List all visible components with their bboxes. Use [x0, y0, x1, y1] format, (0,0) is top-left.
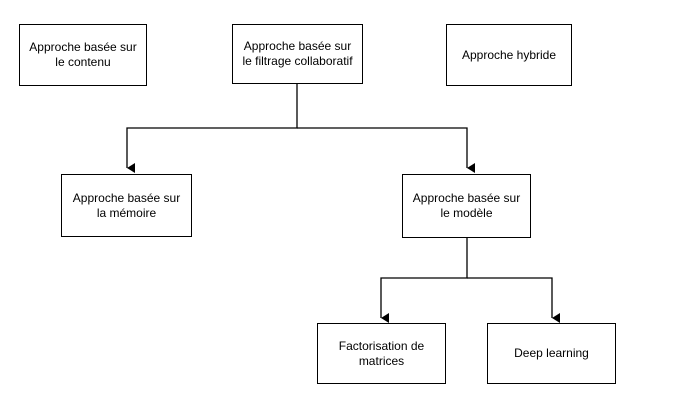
node-content-based: Approche basée sur le contenu: [19, 24, 147, 86]
node-model-based: Approche basée sur le modèle: [402, 174, 531, 238]
node-memory-based: Approche basée sur la mémoire: [61, 174, 192, 237]
edge-collaborative-to-memory: [126, 83, 298, 173]
node-hybrid: Approche hybride: [446, 24, 572, 86]
edge-model-to-deep-learning: [467, 277, 560, 323]
node-collaborative-line-1: Approche basée sur: [243, 39, 352, 53]
node-collaborative-line-2: le filtrage collaboratif: [242, 54, 353, 68]
node-content-based-line-2: le contenu: [55, 55, 111, 69]
node-matrix-factorization-line-2: matrices: [358, 353, 405, 368]
node-collaborative-filtering: Approche basée sur le filtrage collabora…: [232, 24, 363, 84]
node-hybrid-line-1: Approche hybride: [461, 47, 557, 62]
edge-model-to-matrix-factorization: [380, 238, 468, 323]
node-memory-based-line-1: Approche basée sur: [72, 190, 181, 205]
node-matrix-factorization-line-1: Factorisation de: [338, 338, 425, 353]
edge-collaborative-to-model: [297, 127, 475, 173]
node-deep-learning-line-1: Deep learning: [514, 346, 589, 360]
node-memory-based-line-2: la mémoire: [96, 205, 157, 220]
node-deep-learning: Deep learning: [487, 323, 616, 384]
node-model-based-line-1: Approche basée sur: [412, 191, 521, 205]
node-matrix-factorization: Factorisation de matrices: [317, 323, 446, 384]
node-model-based-line-2: le modèle: [440, 206, 493, 220]
node-content-based-line-1: Approche basée sur: [29, 40, 137, 54]
